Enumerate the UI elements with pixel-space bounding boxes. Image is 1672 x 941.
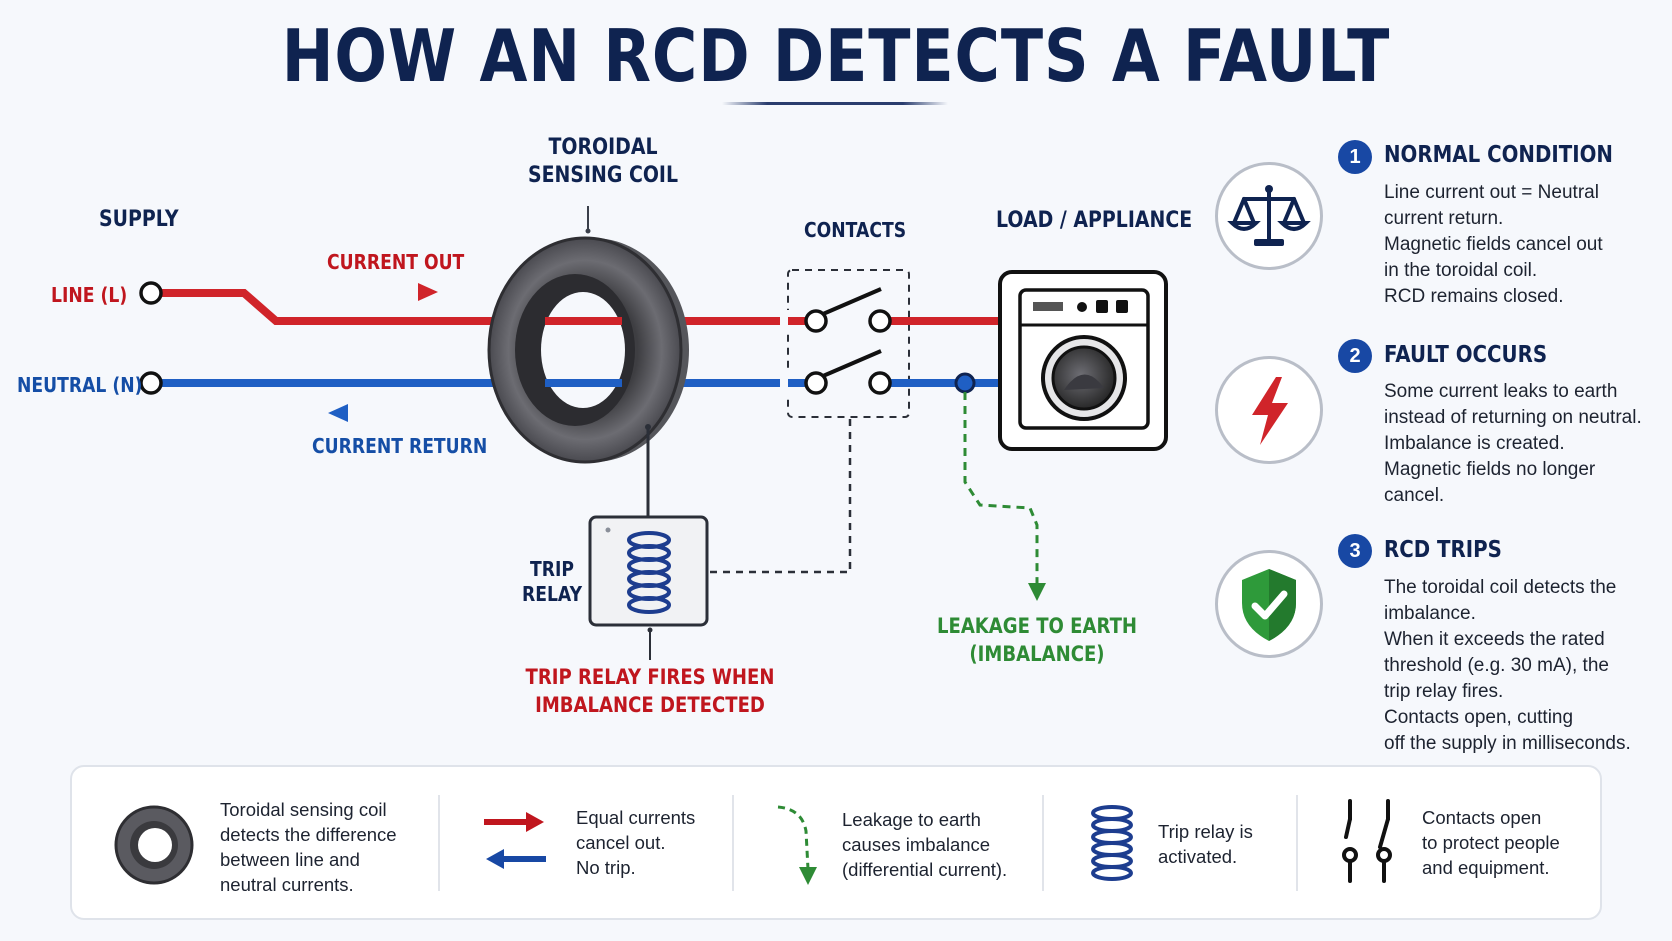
dashed-arrow-icon <box>777 805 817 885</box>
step-1-line: Line current out = Neutral <box>1384 182 1599 203</box>
scales-icon-circle <box>1215 162 1323 270</box>
step-2-line: Some current leaks to earth <box>1384 381 1618 402</box>
toroidal-coil <box>487 236 689 464</box>
legend-divider <box>1042 795 1044 891</box>
arrows-icon <box>484 812 546 869</box>
step-3-line: threshold (e.g. 30 mA), the <box>1384 655 1609 676</box>
legend-line: activated. <box>1158 846 1238 867</box>
step-1-line: current return. <box>1384 208 1504 229</box>
legend-item-contacts: Contacts open to protect people and equi… <box>1422 805 1560 880</box>
legend-item-currents: Equal currents cancel out. No trip. <box>576 805 695 880</box>
leakage-label: LEAKAGE TO EARTH (IMBALANCE) <box>936 612 1137 668</box>
coil-label: TOROIDAL SENSING COIL <box>521 134 684 190</box>
step-3-line: The toroidal coil detects the <box>1384 577 1617 598</box>
load-label: LOAD / APPLIANCE <box>996 208 1193 233</box>
current-out-label: CURRENT OUT <box>327 250 465 274</box>
legend-line: detects the difference <box>220 824 397 845</box>
step-2-line: Imbalance is created. <box>1384 433 1565 454</box>
step-2-body: Some current leaks to earth instead of r… <box>1384 379 1672 509</box>
contacts-label: CONTACTS <box>804 218 907 242</box>
legend-line: Contacts open <box>1422 807 1542 828</box>
coil-label-line-2: SENSING COIL <box>527 163 679 188</box>
current-return-arrow <box>328 404 440 422</box>
legend-line: (differential current). <box>842 859 1008 880</box>
legend-item-leakage: Leakage to earth causes imbalance (diffe… <box>842 807 1007 882</box>
page-title: HOW AN RCD DETECTS A FAULT <box>281 14 1391 98</box>
coil-label-line-1: TOROIDAL <box>548 135 658 160</box>
neutral-label: NEUTRAL (N) <box>17 373 143 397</box>
leakage-line-2: (IMBALANCE) <box>969 642 1105 666</box>
legend-item-relay: Trip relay is activated. <box>1158 819 1253 869</box>
leakage-junction <box>954 372 976 394</box>
lightning-icon-circle <box>1215 356 1323 464</box>
scales-icon <box>1227 185 1311 246</box>
supply-label: SUPPLY <box>99 207 179 232</box>
trip-relay-label-line-1: TRIP <box>530 557 574 581</box>
step-2-line: Magnetic fields no longer <box>1384 459 1596 480</box>
step-3-badge: 3 <box>1338 534 1372 568</box>
legend-line: neutral currents. <box>220 874 354 895</box>
step-3-body: The toroidal coil detects the imbalance.… <box>1384 575 1672 757</box>
trip-fires-line-1: TRIP RELAY FIRES WHEN <box>525 665 775 689</box>
relay-contact-link <box>710 417 852 574</box>
legend-line: and equipment. <box>1422 857 1550 878</box>
coil-spring-icon <box>1091 805 1133 881</box>
step-3-line: Contacts open, cutting <box>1384 707 1574 728</box>
line-terminal <box>139 281 163 305</box>
legend-line: Trip relay is <box>1158 821 1253 842</box>
step-1-title: NORMAL CONDITION <box>1384 142 1613 168</box>
step-2-title: FAULT OCCURS <box>1384 342 1548 368</box>
current-return-label: CURRENT RETURN <box>312 434 488 458</box>
switch-open-icon <box>1342 799 1392 883</box>
title-underline <box>722 102 948 105</box>
shield-check-icon-circle <box>1215 550 1323 658</box>
legend-divider <box>1296 795 1298 891</box>
legend-item-coil: Toroidal sensing coil detects the differ… <box>220 797 397 897</box>
legend-line: Equal currents <box>576 807 696 828</box>
step-3-line: imbalance. <box>1384 603 1476 624</box>
legend-line: No trip. <box>576 857 636 878</box>
shield-check-icon <box>1242 569 1296 641</box>
legend-line: causes imbalance <box>842 834 991 855</box>
legend-divider <box>732 795 734 891</box>
step-2-badge: 2 <box>1338 339 1372 373</box>
step-1-line: in the toroidal coil. <box>1384 260 1538 281</box>
toroid-icon <box>114 805 194 885</box>
washing-machine-icon <box>998 270 1168 451</box>
trip-fires-label: TRIP RELAY FIRES WHEN IMBALANCE DETECTED <box>521 663 779 719</box>
step-3-line: When it exceeds the rated <box>1384 629 1605 650</box>
legend-divider <box>438 795 440 891</box>
trip-relay-label-line-2: RELAY <box>521 582 583 606</box>
legend-line: Toroidal sensing coil <box>220 799 387 820</box>
leakage-path <box>963 392 1039 588</box>
current-out-arrow <box>330 283 438 301</box>
step-2-line: instead of returning on neutral. <box>1384 407 1642 428</box>
trip-fires-line-2: IMBALANCE DETECTED <box>535 693 765 717</box>
trip-relay <box>588 515 709 627</box>
legend-panel: Toroidal sensing coil detects the differ… <box>70 765 1602 920</box>
step-2-line: cancel. <box>1384 485 1445 506</box>
legend-line: cancel out. <box>576 832 666 853</box>
legend-line: between line and <box>220 849 360 870</box>
neutral-terminal <box>139 371 163 395</box>
step-3-title: RCD TRIPS <box>1384 537 1502 563</box>
contacts-switch <box>780 269 910 418</box>
step-3-line: off the supply in milliseconds. <box>1384 733 1631 754</box>
line-label: LINE (L) <box>51 283 128 307</box>
legend-line: to protect people <box>1422 832 1560 853</box>
legend-line: Leakage to earth <box>842 809 981 830</box>
step-1-line: Magnetic fields cancel out <box>1384 234 1603 255</box>
step-1-body: Line current out = Neutral current retur… <box>1384 180 1672 310</box>
leakage-line-1: LEAKAGE TO EARTH <box>936 614 1138 638</box>
lightning-icon <box>1252 377 1288 445</box>
trip-relay-label: TRIP RELAY <box>516 557 588 607</box>
step-1-badge: 1 <box>1338 140 1372 174</box>
step-1-line: RCD remains closed. <box>1384 286 1564 307</box>
step-3-line: trip relay fires. <box>1384 681 1504 702</box>
